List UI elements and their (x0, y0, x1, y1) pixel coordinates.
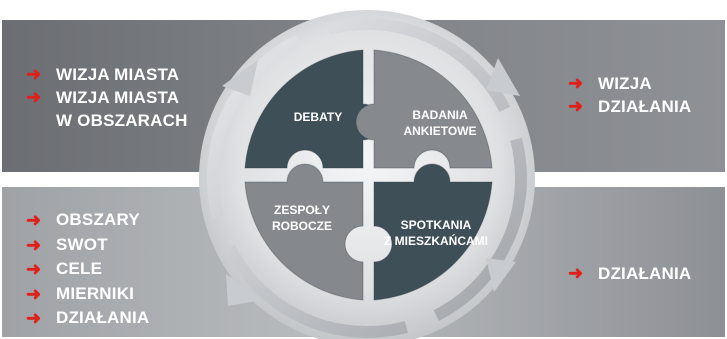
puzzle-label-zespoly: ZESPOŁY ROBOCZE (272, 203, 332, 233)
list-item: ➜ CELE (26, 257, 149, 282)
puzzle-piece-zespoly (244, 163, 364, 301)
puzzle-label-line: ANKIETOWE (403, 124, 476, 138)
cycle-arrowhead-icon (486, 258, 516, 292)
puzzle-label-debaty: DEBATY (294, 110, 342, 124)
item-label: DZIAŁANIA (598, 97, 692, 116)
arrow-icon: ➜ (26, 283, 42, 304)
arrow-icon: ➜ (26, 234, 42, 255)
arrow-icon: ➜ (568, 263, 584, 283)
item-label: DZIAŁANIA (56, 308, 150, 327)
item-label: DZIAŁANIA (598, 264, 692, 283)
puzzle-label-line: SPOTKANIA (401, 218, 472, 232)
item-label: WIZJA MIASTA (56, 65, 180, 84)
puzzle-piece-badania (355, 49, 493, 169)
list-item: ➜ WIZJA (568, 72, 691, 95)
list-item: ➜ WIZJA MIASTA W OBSZARACH (26, 86, 188, 132)
item-label: MIERNIKI (56, 283, 135, 303)
puzzle-label-line: ROBOCZE (272, 219, 332, 233)
cycle-arrowhead-icon (486, 58, 520, 96)
list-item: ➜ WIZJA MIASTA (26, 63, 188, 86)
bottom-left-list: ➜ OBSZARY ➜ SWOT ➜ CELE ➜ MIERNIKI ➜ DZIAŁANI… (26, 208, 149, 331)
arrow-icon: ➜ (568, 96, 584, 116)
puzzle-label-line: DEBATY (294, 110, 342, 124)
puzzle-label-badania: BADANIA ANKIETOWE (403, 108, 476, 138)
arrow-icon: ➜ (26, 308, 42, 328)
arrow-icon: ➜ (568, 73, 584, 93)
puzzle-label-line: ZESPOŁY (274, 203, 330, 217)
bottom-right-list: ➜ DZIAŁANIA (568, 262, 691, 285)
item-label: WIZJA MIASTA (56, 88, 180, 107)
arrow-icon: ➜ (26, 64, 42, 84)
puzzle-label-line: BADANIA (412, 108, 468, 122)
item-label: WIZJA (598, 74, 652, 93)
arrow-icon: ➜ (26, 259, 42, 279)
list-item: ➜ MIERNIKI (26, 282, 149, 307)
list-item: ➜ DZIAŁANIA (568, 262, 691, 285)
cycle-ring (207, 18, 527, 338)
item-label: SWOT (56, 234, 108, 254)
cycle-arrowhead-icon (226, 274, 262, 306)
list-item: ➜ DZIAŁANIA (568, 95, 691, 118)
item-label-continuation: W OBSZARACH (56, 111, 188, 130)
top-left-list: ➜ WIZJA MIASTA ➜ WIZJA MIASTA W OBSZARACH (26, 63, 188, 132)
item-label: OBSZARY (56, 210, 140, 229)
item-label: CELE (56, 259, 103, 278)
arrow-icon: ➜ (26, 87, 42, 107)
diagram-disc (199, 10, 535, 339)
puzzle-piece-spotkania (373, 163, 493, 301)
cycle-arrowhead-icon (222, 60, 258, 96)
list-item: ➜ DZIAŁANIA (26, 306, 149, 331)
top-right-list: ➜ WIZJA ➜ DZIAŁANIA (568, 72, 691, 118)
puzzle-label-line: Z MIESZKAŃCAMI (384, 233, 488, 248)
list-item: ➜ SWOT (26, 233, 149, 258)
arrow-icon: ➜ (26, 210, 42, 230)
list-item: ➜ OBSZARY (26, 208, 149, 233)
